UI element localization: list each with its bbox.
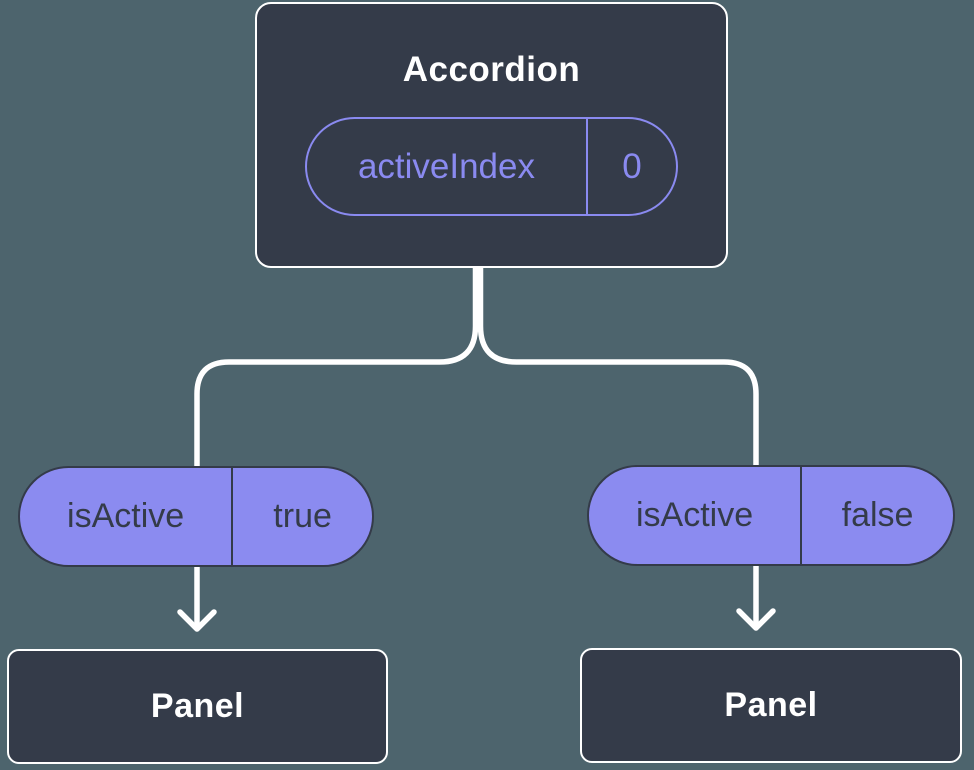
branch-line-left — [194, 261, 479, 473]
branch-line-right — [477, 261, 759, 473]
state-pill-activeindex: activeIndex 0 — [305, 117, 678, 216]
panel-node-left: Panel — [7, 649, 388, 764]
accordion-node-title: Accordion — [402, 50, 581, 89]
state-pill-activeindex-name: activeIndex — [357, 146, 535, 186]
arrow-head-right-icon — [736, 608, 776, 631]
panel-node-right: Panel — [580, 648, 962, 763]
prop-pill-isactive-true-value: true — [231, 468, 372, 565]
arrow-head-left-icon — [177, 609, 217, 632]
prop-pill-isactive-false-name: isActive — [635, 496, 754, 534]
prop-pill-isactive-true: isActive true — [18, 466, 374, 567]
accordion-node: Accordion activeIndex 0 — [255, 2, 728, 268]
prop-pill-isactive-true-name: isActive — [67, 497, 185, 535]
prop-pill-isactive-false-value: false — [800, 467, 953, 564]
state-pill-activeindex-value: 0 — [585, 119, 676, 214]
prop-pill-isactive-false: isActive false — [587, 465, 955, 566]
